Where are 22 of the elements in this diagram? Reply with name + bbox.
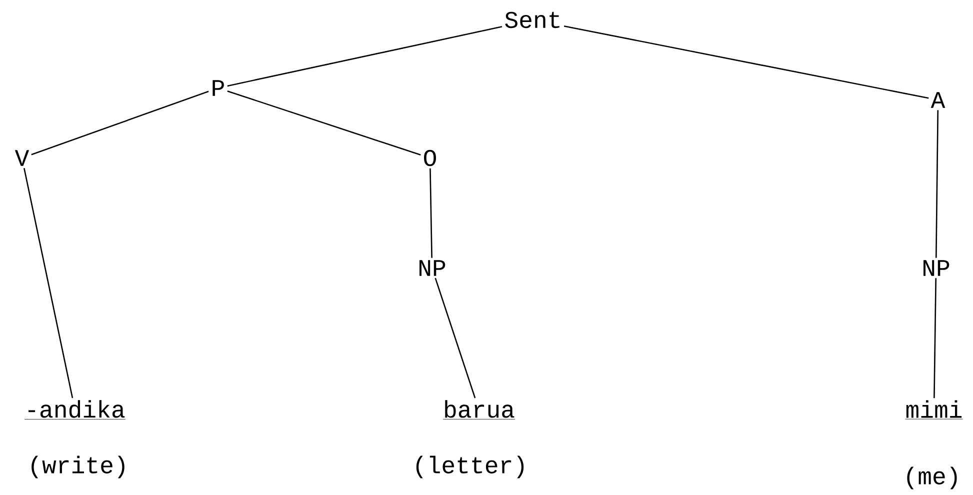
gloss-label: (letter) [416,456,524,478]
tree-branch [564,25,929,99]
word-label: mimi [905,400,964,420]
tree-branch [935,110,939,258]
category-label: NP [924,260,950,276]
tree-branch [227,26,502,87]
category-label: V [14,150,30,166]
category-label: NP [420,260,446,276]
category-label: O [424,150,436,166]
category-label: A [930,92,946,108]
gloss-label: (me) [907,466,957,490]
category-label: P [212,80,224,96]
tree-branch [227,90,421,156]
category-label: Sent [505,12,560,28]
tree-branch [430,168,432,258]
tree-branch [934,278,937,398]
tree-branch [31,90,209,156]
gloss-label: (write) [32,456,124,478]
tree-branch [434,278,476,398]
tree-branch [23,168,74,398]
word-label: -andika [24,400,126,420]
word-label: barua [442,400,516,420]
